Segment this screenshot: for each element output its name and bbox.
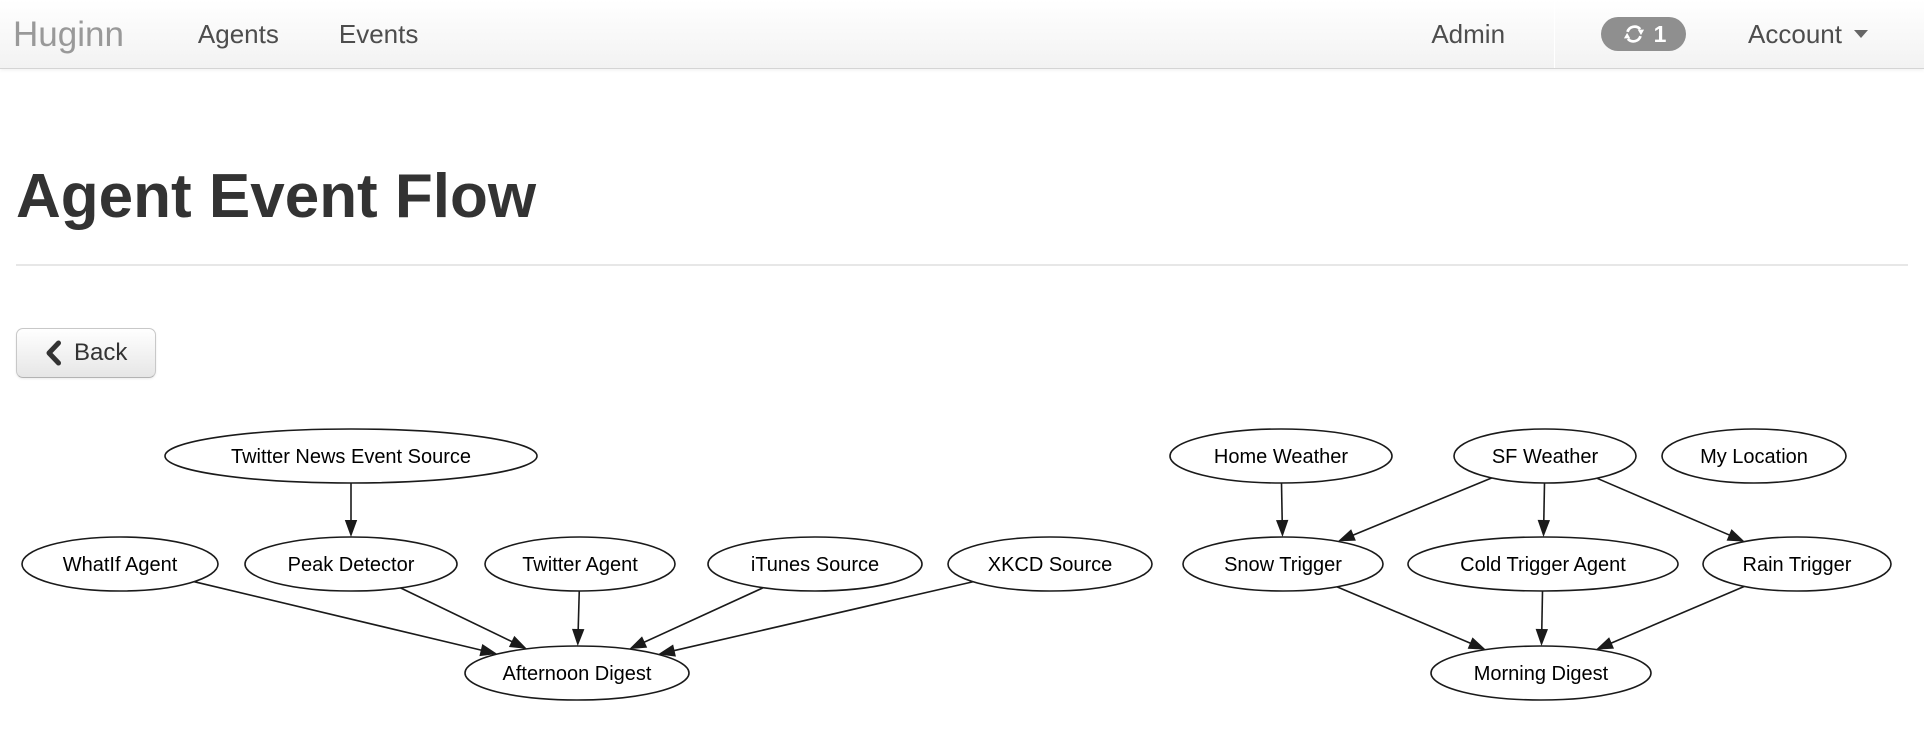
graph-node-my-location: My Location	[1661, 428, 1847, 484]
graph-node-cold-trigger-agent: Cold Trigger Agent	[1407, 536, 1679, 592]
graph-node-twitter-news-event-source: Twitter News Event Source	[164, 428, 538, 484]
graph-edge-peak-detector-to-afternoon-digest	[400, 587, 527, 650]
graph-edge-sf-weather-to-snow-trigger	[1337, 477, 1493, 542]
nav-account[interactable]: Account	[1748, 19, 1868, 50]
account-label: Account	[1748, 18, 1842, 49]
graph-node-label: Rain Trigger	[1743, 554, 1852, 576]
graph-edge-sf-weather-to-rain-trigger	[1596, 477, 1745, 542]
graph-node-label: Cold Trigger Agent	[1460, 554, 1626, 576]
page-content: Agent Event Flow Back	[0, 162, 1924, 379]
chevron-left-icon	[45, 340, 62, 366]
graph-node-peak-detector: Peak Detector	[244, 536, 458, 592]
graph-node-whatif-agent: WhatIf Agent	[21, 536, 219, 592]
title-divider	[16, 264, 1908, 267]
graph-edge-twitter-agent-to-afternoon-digest	[572, 591, 585, 647]
graph-node-label: Twitter Agent	[522, 554, 638, 576]
nav-agents[interactable]: Agents	[197, 18, 279, 49]
caret-down-icon	[1854, 30, 1868, 38]
back-button-label: Back	[74, 339, 128, 367]
graph-node-label: Snow Trigger	[1224, 554, 1342, 576]
graph-node-label: Afternoon Digest	[503, 663, 652, 685]
graph-edge-itunes-source-to-afternoon-digest	[629, 587, 764, 650]
agent-event-flow-graph: Twitter News Event Source Home Weather SF …	[0, 410, 1924, 749]
graph-edge-rain-trigger-to-morning-digest	[1595, 585, 1745, 650]
graph-node-itunes-source: iTunes Source	[707, 536, 923, 592]
graph-edge-whatif-agent-to-afternoon-digest	[193, 581, 498, 657]
graph-node-label: Peak Detector	[288, 554, 415, 576]
nav-admin[interactable]: Admin	[1431, 18, 1506, 49]
graph-node-label: Twitter News Event Source	[231, 446, 471, 468]
graph-node-label: Home Weather	[1214, 446, 1348, 468]
event-count: 1	[1653, 20, 1667, 47]
graph-node-twitter-agent: Twitter Agent	[484, 536, 676, 592]
graph-edge-snow-trigger-to-morning-digest	[1336, 586, 1486, 650]
graph-edge-home-weather-to-snow-trigger	[1275, 483, 1289, 538]
graph-node-afternoon-digest: Afternoon Digest	[464, 645, 690, 701]
graph-node-snow-trigger: Snow Trigger	[1182, 536, 1384, 592]
graph-node-home-weather: Home Weather	[1169, 428, 1393, 484]
main-nav: Agents Events	[168, 0, 448, 68]
graph-edge-cold-trigger-agent-to-morning-digest	[1535, 591, 1549, 647]
event-count-badge[interactable]: 1	[1601, 17, 1687, 51]
graph-node-morning-digest: Morning Digest	[1430, 645, 1652, 701]
navbar-divider	[1554, 0, 1556, 68]
graph-node-xkcd-source: XKCD Source	[947, 536, 1153, 592]
graph-node-label: Morning Digest	[1474, 663, 1609, 685]
graph-node-label: WhatIf Agent	[63, 554, 178, 576]
graph-edge-xkcd-source-to-afternoon-digest	[657, 581, 974, 657]
brand-huginn[interactable]: Huginn	[13, 14, 124, 54]
nav-events[interactable]: Events	[338, 18, 419, 49]
graph-node-sf-weather: SF Weather	[1453, 428, 1637, 484]
navbar: Huginn Agents Events Admin 1 Account	[0, 0, 1924, 69]
graph-edge-sf-weather-to-cold-trigger-agent	[1537, 483, 1551, 538]
graph-node-label: XKCD Source	[988, 554, 1113, 576]
graph-node-label: SF Weather	[1492, 446, 1599, 468]
back-button[interactable]: Back	[16, 328, 157, 379]
graph-edge-twitter-news-event-source-to-peak-detector	[344, 483, 358, 538]
graph-node-rain-trigger: Rain Trigger	[1702, 536, 1892, 592]
page-title: Agent Event Flow	[16, 162, 537, 231]
graph-node-label: My Location	[1700, 446, 1808, 468]
graph-node-label: iTunes Source	[751, 554, 879, 576]
refresh-icon	[1621, 21, 1647, 47]
navbar-right: Admin 1 Account	[1431, 0, 1868, 68]
